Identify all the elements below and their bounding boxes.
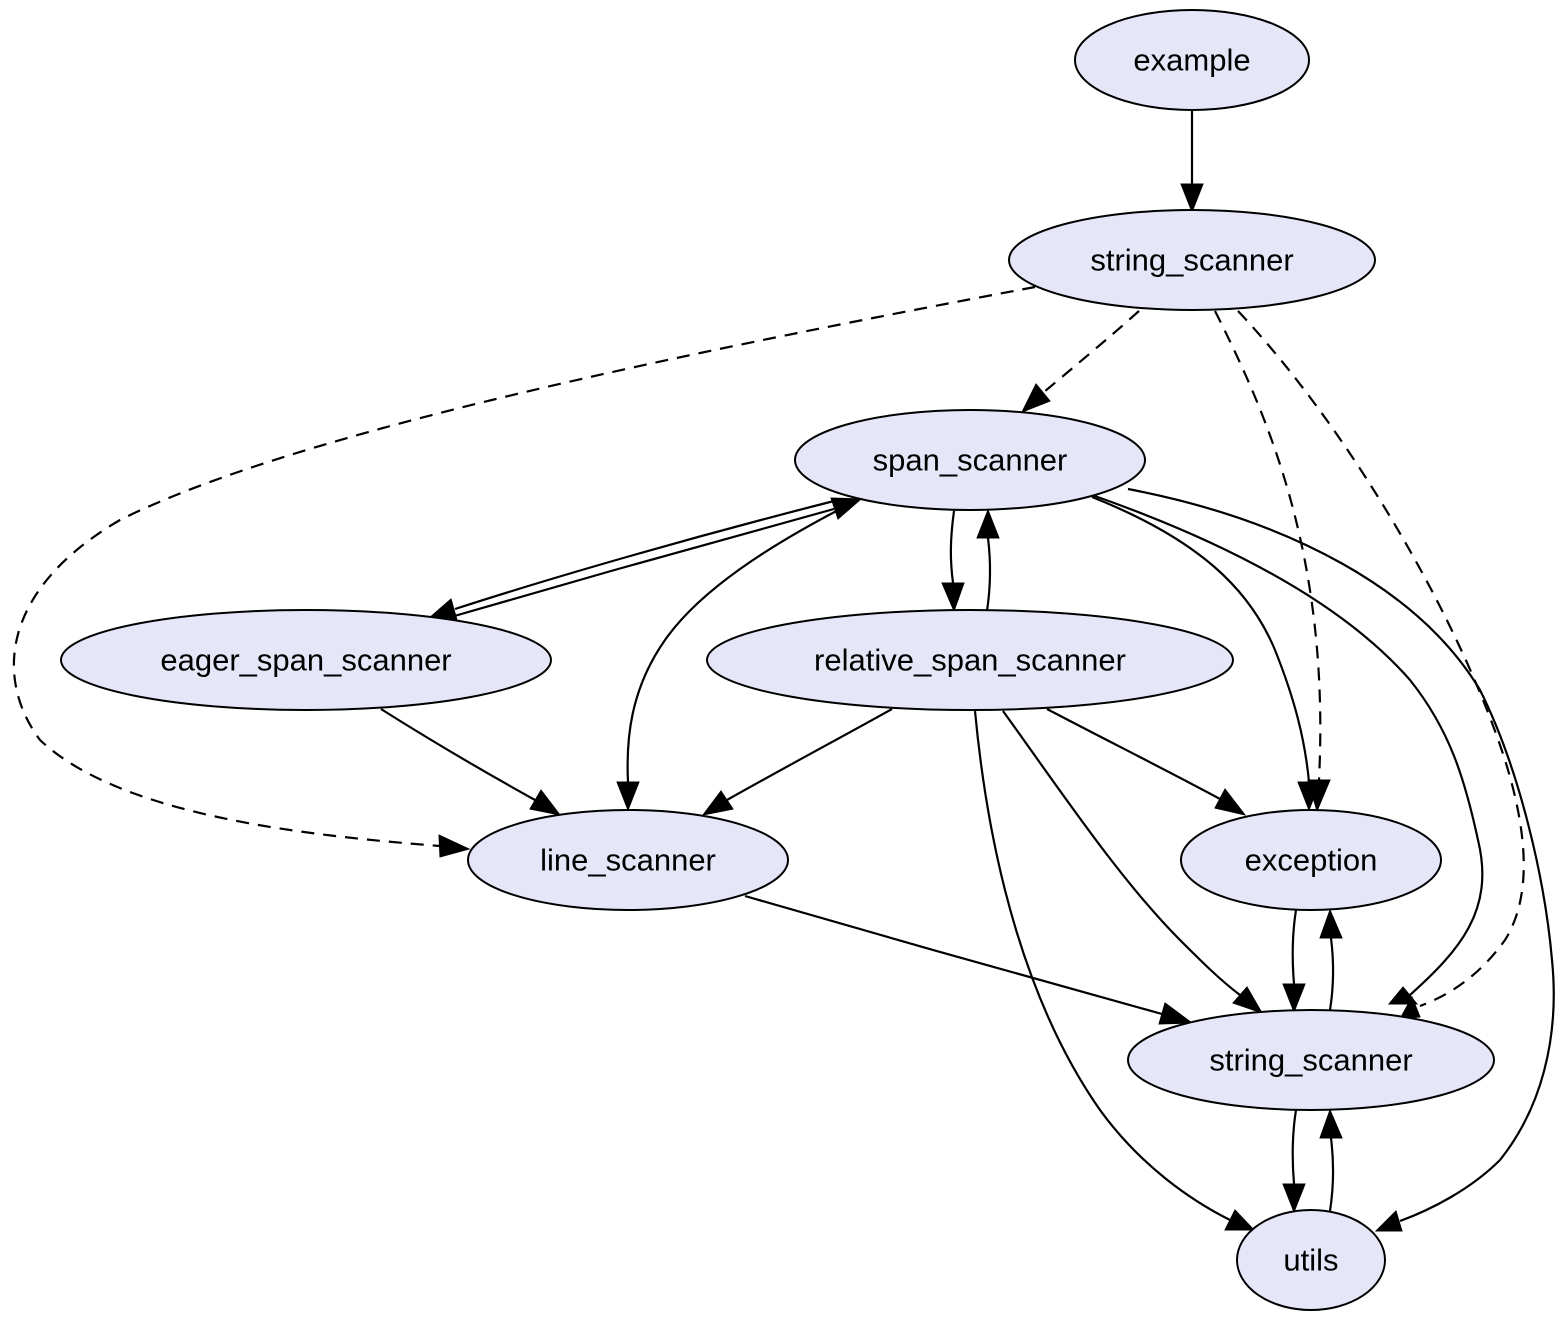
node-span-scanner[interactable]: span_scanner <box>794 409 1146 511</box>
node-eager-span-scanner[interactable]: eager_span_scanner <box>60 609 552 711</box>
node-label: eager_span_scanner <box>160 643 451 678</box>
node-label: relative_span_scanner <box>814 643 1126 678</box>
edge-eager-span-scanner-to-span-scanner <box>436 497 863 623</box>
edge-string-scanner-inner-to-exception <box>1319 908 1343 1011</box>
node-string-scanner-top[interactable]: string_scanner <box>1008 209 1376 311</box>
node-utils[interactable]: utils <box>1236 1209 1386 1311</box>
edge-string-scanner-top-to-exception <box>1214 310 1331 813</box>
node-label: utils <box>1283 1243 1338 1278</box>
edge-relative-span-scanner-to-exception <box>1046 708 1247 816</box>
edge-relative-span-scanner-to-utils <box>973 710 1256 1231</box>
node-label: line_scanner <box>540 843 716 878</box>
node-relative-span-scanner[interactable]: relative_span_scanner <box>706 609 1234 711</box>
node-label: exception <box>1245 843 1378 878</box>
graph-nodes: example string_scanner span_scanner eage… <box>60 9 1495 1311</box>
edge-span-scanner-to-eager-span-scanner <box>426 498 839 621</box>
edge-span-scanner-to-line-scanner <box>616 504 849 812</box>
node-exception[interactable]: exception <box>1180 809 1442 911</box>
edge-relative-span-scanner-to-span-scanner <box>976 508 1000 612</box>
node-label: string_scanner <box>1209 1043 1412 1078</box>
node-example[interactable]: example <box>1074 9 1310 111</box>
edge-string-scanner-top-to-span-scanner <box>1020 310 1140 413</box>
edge-example-to-string-scanner-top <box>1180 111 1204 214</box>
node-label: string_scanner <box>1090 243 1293 278</box>
node-line-scanner[interactable]: line_scanner <box>467 809 789 911</box>
edge-relative-span-scanner-to-line-scanner <box>701 708 893 816</box>
edge-span-scanner-to-exception <box>1091 495 1321 812</box>
node-label: span_scanner <box>873 443 1068 478</box>
edge-line-scanner-to-string-scanner-inner <box>744 894 1194 1025</box>
edge-string-scanner-inner-to-utils <box>1282 1109 1306 1214</box>
edge-utils-to-string-scanner-inner <box>1319 1108 1343 1212</box>
node-string-scanner-inner[interactable]: string_scanner <box>1127 1009 1495 1111</box>
node-label: example <box>1133 43 1250 78</box>
edge-span-scanner-to-relative-span-scanner <box>941 510 965 613</box>
edge-string-scanner-top-to-line-scanner <box>12 285 1036 858</box>
graph-edges <box>12 111 1555 1232</box>
edge-span-scanner-to-string-scanner-inner <box>1091 493 1484 1005</box>
edge-relative-span-scanner-to-string-scanner-inner <box>1002 710 1264 1014</box>
edge-eager-span-scanner-to-line-scanner <box>380 708 562 816</box>
edge-span-scanner-to-utils <box>1127 487 1555 1232</box>
edge-exception-to-string-scanner-inner <box>1282 909 1306 1014</box>
